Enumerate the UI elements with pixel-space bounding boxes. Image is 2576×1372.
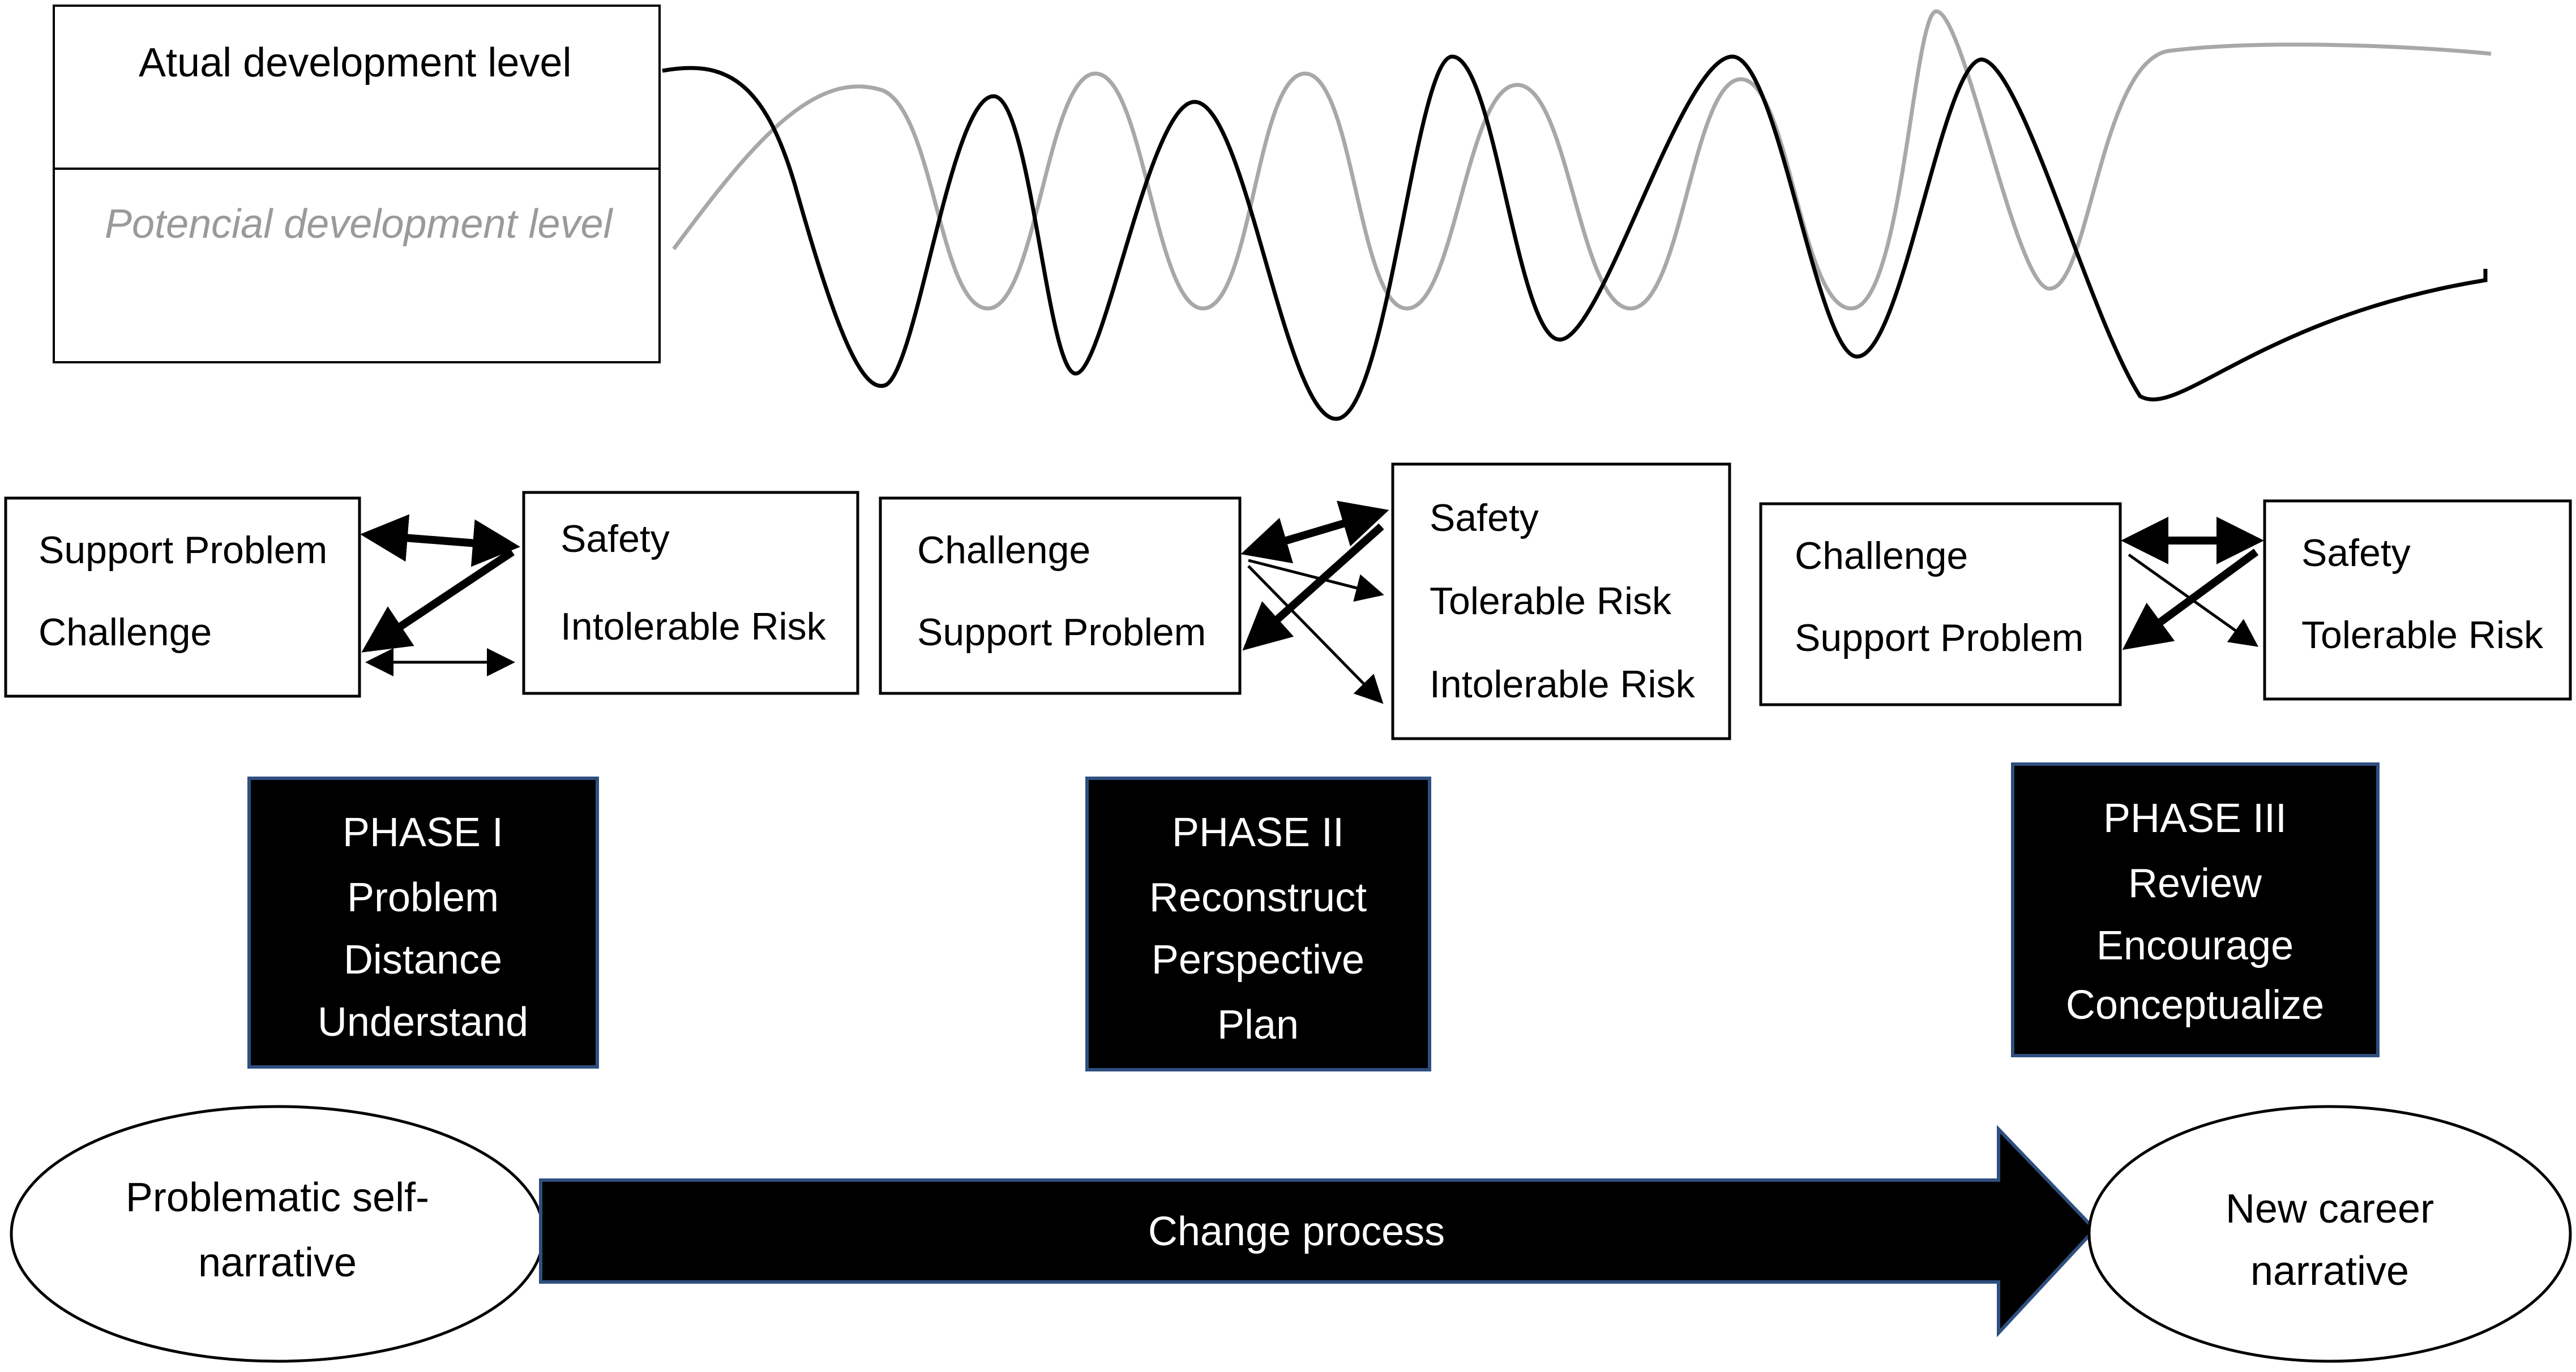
- legend-actual-label: Atual development level: [139, 40, 571, 85]
- phase1-step: Understand: [318, 1000, 528, 1045]
- phase3-step: Encourage: [2096, 923, 2293, 968]
- phase2-box: PHASE II Reconstruct Perspective Plan: [1085, 777, 1431, 1071]
- phase2-relations: Challenge Support Problem Safety Tolerab…: [879, 462, 1731, 740]
- potential-development-wave: [672, 9, 2492, 311]
- end-label: New career: [2226, 1186, 2434, 1232]
- phase1-left-item: Challenge: [38, 611, 212, 654]
- phase3-right-item: Tolerable Risk: [2301, 614, 2544, 657]
- bidirectional-arrow: [1240, 500, 1389, 564]
- phase1-step: Distance: [344, 937, 502, 983]
- legend-potential-label: Potencial development level: [105, 201, 614, 247]
- actual-development-wave: [662, 54, 2488, 421]
- start-label: Problematic self-: [126, 1175, 429, 1220]
- change-process-label: Change process: [1148, 1209, 1445, 1254]
- phase2-step: Perspective: [1152, 937, 1364, 983]
- diagonal-arrow: [1247, 565, 1384, 704]
- phase2-step: Reconstruct: [1149, 875, 1367, 920]
- legend-box: [53, 5, 661, 363]
- phase3-left-item: Challenge: [1795, 534, 1968, 577]
- change-process: Problematic self- narrative Change proce…: [10, 1105, 2572, 1363]
- phase3-title: PHASE III: [2103, 796, 2287, 841]
- end-ellipse: [2087, 1105, 2572, 1363]
- phase3-right-box: [2263, 499, 2572, 701]
- phase2-step: Plan: [1217, 1002, 1299, 1048]
- phase3-relations: Challenge Support Problem Safety Tolerab…: [1759, 499, 2572, 706]
- phase1-right-item: Intolerable Risk: [560, 605, 827, 648]
- phase1-right-box: [522, 491, 859, 695]
- phase1-box: PHASE I Problem Distance Understand: [247, 777, 599, 1069]
- phase3-step: Conceptualize: [2066, 983, 2324, 1028]
- phase2-right-item: Tolerable Risk: [1430, 580, 1672, 623]
- bidirectional-arrow: [360, 514, 520, 567]
- phase2-title: PHASE II: [1172, 810, 1344, 855]
- change-process-arrow: [539, 1125, 2098, 1337]
- phase2-left-box: [879, 496, 1242, 695]
- phase3-box: PHASE III Review Encourage Conceptualize: [2011, 762, 2380, 1057]
- phase1-right-item: Safety: [560, 517, 670, 560]
- phase2-right-box: [1391, 462, 1731, 740]
- start-ellipse: [10, 1105, 545, 1363]
- phase3-left-item: Support Problem: [1795, 616, 2083, 659]
- phase2-left-item: Challenge: [917, 529, 1090, 572]
- phase1-left-box: [4, 496, 361, 698]
- diagonal-arrow: [2128, 553, 2259, 647]
- end-label: narrative: [2250, 1249, 2409, 1294]
- phase3-step: Review: [2128, 861, 2262, 906]
- legend: Atual development level Potencial develo…: [53, 5, 661, 363]
- phase1-left-item: Support Problem: [38, 529, 327, 572]
- diagonal-arrow: [1248, 559, 1384, 602]
- diagonal-arrow: [1242, 523, 1384, 651]
- phase1-title: PHASE I: [343, 810, 503, 855]
- start-label: narrative: [198, 1240, 357, 1285]
- phase3-right-item: Safety: [2301, 531, 2411, 574]
- phase2-right-item: Intolerable Risk: [1430, 663, 1696, 706]
- phase2-left-item: Support Problem: [917, 611, 1206, 654]
- phase2-right-item: Safety: [1430, 496, 1539, 539]
- diagonal-arrow: [361, 548, 515, 653]
- phase3-left-box: [1759, 502, 2122, 706]
- phase1-step: Problem: [347, 875, 499, 920]
- phase1-relations: Support Problem Challenge Safety Intoler…: [4, 491, 859, 698]
